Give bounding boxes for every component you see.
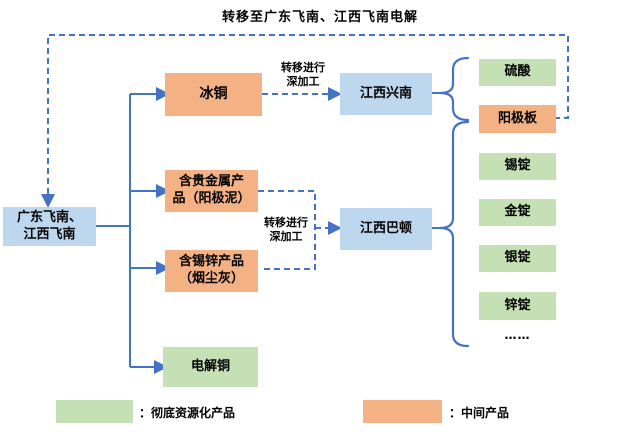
node-tin-zinc-line2: （烟尘灰）: [178, 271, 244, 286]
edge-label-2-line2: 深加工: [269, 229, 303, 243]
node-precious-line2: 品（阳极泥）: [172, 191, 251, 206]
node-product-sulfuric-acid: 硫酸: [479, 59, 556, 86]
product-anode-plate-label: 阳极板: [497, 110, 537, 126]
legend-swatch-intermediate: [363, 400, 442, 423]
node-product-anode-plate: 阳极板: [479, 105, 556, 133]
node-tin-zinc-line1: 含锡锌产品: [178, 254, 244, 270]
legend-label-recycled: ：彻底资源化产品: [139, 406, 236, 420]
edge-label-transfer-deep-processing-1: 转移进行 深加工: [270, 61, 336, 89]
node-electrolytic-copper-label: 电解铜: [190, 358, 230, 374]
node-product-gold-ingot: 金锭: [479, 199, 556, 226]
node-source-companies: 广东飞南、 江西飞南: [3, 207, 96, 246]
node-precious-line1: 含贵金属产: [178, 174, 244, 190]
products-ellipsis: ……: [504, 328, 531, 342]
node-precious-metal-product: 含贵金属产 品（阳极泥）: [165, 170, 258, 212]
node-copper-matte-label: 冰铜: [199, 86, 228, 103]
node-jiangxi-xingnan-label: 江西兴南: [359, 85, 412, 101]
node-source-line2: 江西飞南: [23, 226, 76, 242]
edge-label-2-line1: 转移进行: [264, 216, 308, 229]
node-product-tin-ingot: 锡锭: [479, 153, 556, 180]
product-sulfuric-acid-label: 硫酸: [504, 64, 531, 80]
diagram-title: 转移至广东飞南、江西飞南电解: [221, 10, 418, 25]
edge-anode-plate-feedback-loop: [41, 34, 569, 208]
legend-label-intermediate: ：中间产品: [449, 406, 510, 420]
product-zinc-ingot-label: 锌锭: [504, 297, 531, 313]
brace-xingnan-products: [439, 56, 470, 122]
product-silver-ingot-label: 银锭: [504, 250, 531, 266]
edge-label-1-line2: 深加工: [286, 74, 320, 88]
edge-label-transfer-deep-processing-2: 转移进行 深加工: [257, 216, 315, 244]
brace-badun-products: [439, 120, 470, 348]
node-tin-zinc-product: 含锡锌产品 （烟尘灰）: [165, 250, 258, 292]
node-electrolytic-copper: 电解铜: [163, 347, 258, 387]
node-jiangxi-badun-label: 江西巴顿: [359, 220, 412, 236]
edge-precious-tinzinc-junction: [258, 190, 316, 270]
product-tin-ingot-label: 锡锭: [504, 158, 531, 174]
node-jiangxi-badun: 江西巴顿: [340, 208, 432, 250]
node-source-line1: 广东飞南、: [16, 209, 82, 225]
node-copper-matte: 冰铜: [165, 73, 262, 116]
node-product-silver-ingot: 银锭: [479, 245, 556, 272]
node-jiangxi-xingnan: 江西兴南: [340, 73, 432, 115]
edge-label-1-line1: 转移进行: [281, 61, 325, 74]
legend-swatch-recycled: [56, 400, 133, 423]
node-product-zinc-ingot: 锌锭: [479, 292, 556, 320]
product-gold-ingot-label: 金锭: [504, 204, 531, 220]
